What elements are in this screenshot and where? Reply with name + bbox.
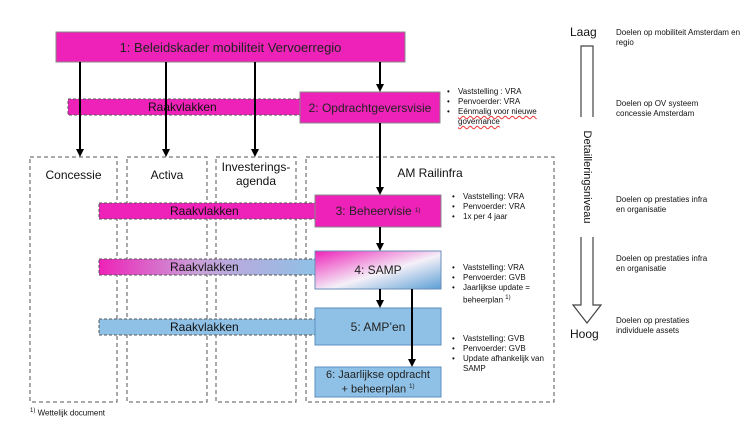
raakvlakken-label-1: Raakvlakken xyxy=(148,100,217,114)
raakvlakken-label-3: Raakvlakken xyxy=(170,260,239,274)
note-item-text: Eénmalig voor nieuwe governance xyxy=(458,107,537,126)
box-2-label: 2: Opdrachtgeversvisie xyxy=(308,100,432,115)
axis-top-label: Laag xyxy=(570,25,597,39)
note-item: Penvoerder: GVB xyxy=(452,273,548,283)
note-item-text: Jaarlijkse update = beheerplan xyxy=(463,283,530,305)
note-item: Jaarlijkse update = beheerplan 1) xyxy=(452,283,548,306)
note-item: Penvoerder: VRA xyxy=(452,202,552,212)
goal-label-4: Doelen op prestaties infra en organisati… xyxy=(616,254,708,273)
goal-label-3: Doelen op prestaties infra en organisati… xyxy=(616,195,708,214)
raakvlakken-label-4: Raakvlakken xyxy=(170,320,239,334)
column-concessie-frame xyxy=(29,156,118,403)
box-3-beheervisie xyxy=(314,194,442,228)
box-6-line-2: + beheerplan 1) xyxy=(341,381,415,396)
box-1-label: 1: Beleidskader mobiliteit Vervoerregio xyxy=(119,39,342,55)
notes-box-2: Vaststelling : VRA Penvoerder: VRA Eénma… xyxy=(447,87,547,127)
column-am-railinfra-frame xyxy=(305,156,555,403)
box-3-label: 3: Beheervisie 1) xyxy=(315,195,441,227)
column-activa-frame xyxy=(126,156,208,403)
axis-detailleringsniveau-label: Detailleringsniveau xyxy=(580,117,594,237)
raakvlakken-band-3 xyxy=(98,258,316,276)
box-5-ampen xyxy=(314,307,442,346)
raakvlakken-band-4 xyxy=(98,318,316,336)
notes-box-4: Vaststelling: VRA Penvoerder: GVB Jaarli… xyxy=(452,263,548,306)
note-item: Vaststelling: VRA xyxy=(452,192,552,202)
footnote: 1) Wettelijk document xyxy=(30,408,105,418)
investeringsagenda-line-2: agenda xyxy=(235,174,277,188)
box-6-line-1: 6: Jaarlijkse opdracht xyxy=(326,368,430,381)
raakvlakken-label-2: Raakvlakken xyxy=(170,204,239,218)
box-6-line-2-text: + beheerplan xyxy=(341,383,407,396)
note-item: Update afhankelijk van SAMP xyxy=(452,354,552,374)
footnote-mark: 1) xyxy=(30,408,36,414)
footnote-text: Wettelijk document xyxy=(37,408,106,418)
axis-bottom-label: Hoog xyxy=(570,327,599,341)
note-item: Vaststelling: GVB xyxy=(452,334,552,344)
box-3-text: 3: Beheervisie xyxy=(335,204,412,218)
goal-label-5: Doelen op prestaties individuele assets xyxy=(616,316,690,335)
box-2-opdrachtgeversvisie xyxy=(299,91,441,124)
note-item: Vaststelling: VRA xyxy=(452,263,548,273)
note-item: Penvoerder: VRA xyxy=(447,97,547,107)
note-item: Eénmalig voor nieuwe governance xyxy=(447,107,547,127)
notes-box-3: Vaststelling: VRA Penvoerder: VRA 1x per… xyxy=(452,192,552,222)
note-item: Vaststelling : VRA xyxy=(447,87,547,97)
column-investeringsagenda-title: Investerings- agenda xyxy=(216,160,296,188)
goal-label-2: Doelen op OV systeem concessie Amsterdam xyxy=(616,99,699,118)
column-concessie-title: Concessie xyxy=(45,168,102,182)
note-item: Penvoerder: GVB xyxy=(452,344,552,354)
box-3-footnote-mark: 1) xyxy=(415,208,421,214)
box-5-label: 5: AMP’en xyxy=(350,319,406,334)
box-6-footnote-mark: 1) xyxy=(409,383,415,390)
column-investeringsagenda-frame xyxy=(215,156,297,403)
column-activa-title: Activa xyxy=(150,168,184,182)
investeringsagenda-line-1: Investerings- xyxy=(221,160,291,174)
box-4-samp xyxy=(314,250,442,290)
notes-box-5: Vaststelling: GVB Penvoerder: GVB Update… xyxy=(452,334,552,374)
note-item: 1x per 4 jaar xyxy=(452,212,552,222)
box-6-jaarlijkse-opdracht xyxy=(314,366,442,398)
box-1-beleidskader xyxy=(55,31,406,63)
box-4-label: 4: SAMP xyxy=(354,263,402,277)
note-footnote-mark: 1) xyxy=(505,295,511,301)
raakvlakken-band-2 xyxy=(98,202,316,220)
column-am-railinfra-title: AM Railinfra xyxy=(397,166,463,180)
goal-label-1: Doelen op mobiliteit Amsterdam en regio xyxy=(616,28,741,47)
box-6-label: 6: Jaarlijkse opdracht + beheerplan 1) xyxy=(315,367,441,397)
